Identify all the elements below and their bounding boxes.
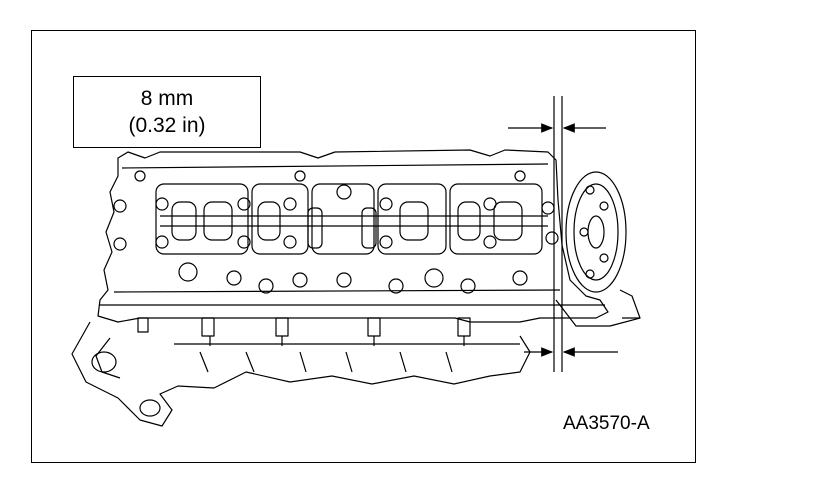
camshaft-bay (155, 183, 559, 255)
measurement-imperial: (0.32 in) (128, 114, 206, 137)
cylinder-head-outline (97, 149, 609, 323)
measurement-callout: 8 mm (0.32 in) (73, 76, 261, 148)
head-bolts (113, 170, 528, 294)
clearance-dimension (508, 96, 618, 372)
cam-sprocket (565, 171, 627, 293)
measurement-metric: 8 mm (140, 87, 194, 110)
port-studs (137, 317, 471, 346)
exhaust-manifold (71, 321, 531, 427)
figure-id-label: AA3570-A (563, 413, 650, 434)
front-cover-boss (555, 289, 641, 327)
figure-frame (31, 30, 696, 463)
